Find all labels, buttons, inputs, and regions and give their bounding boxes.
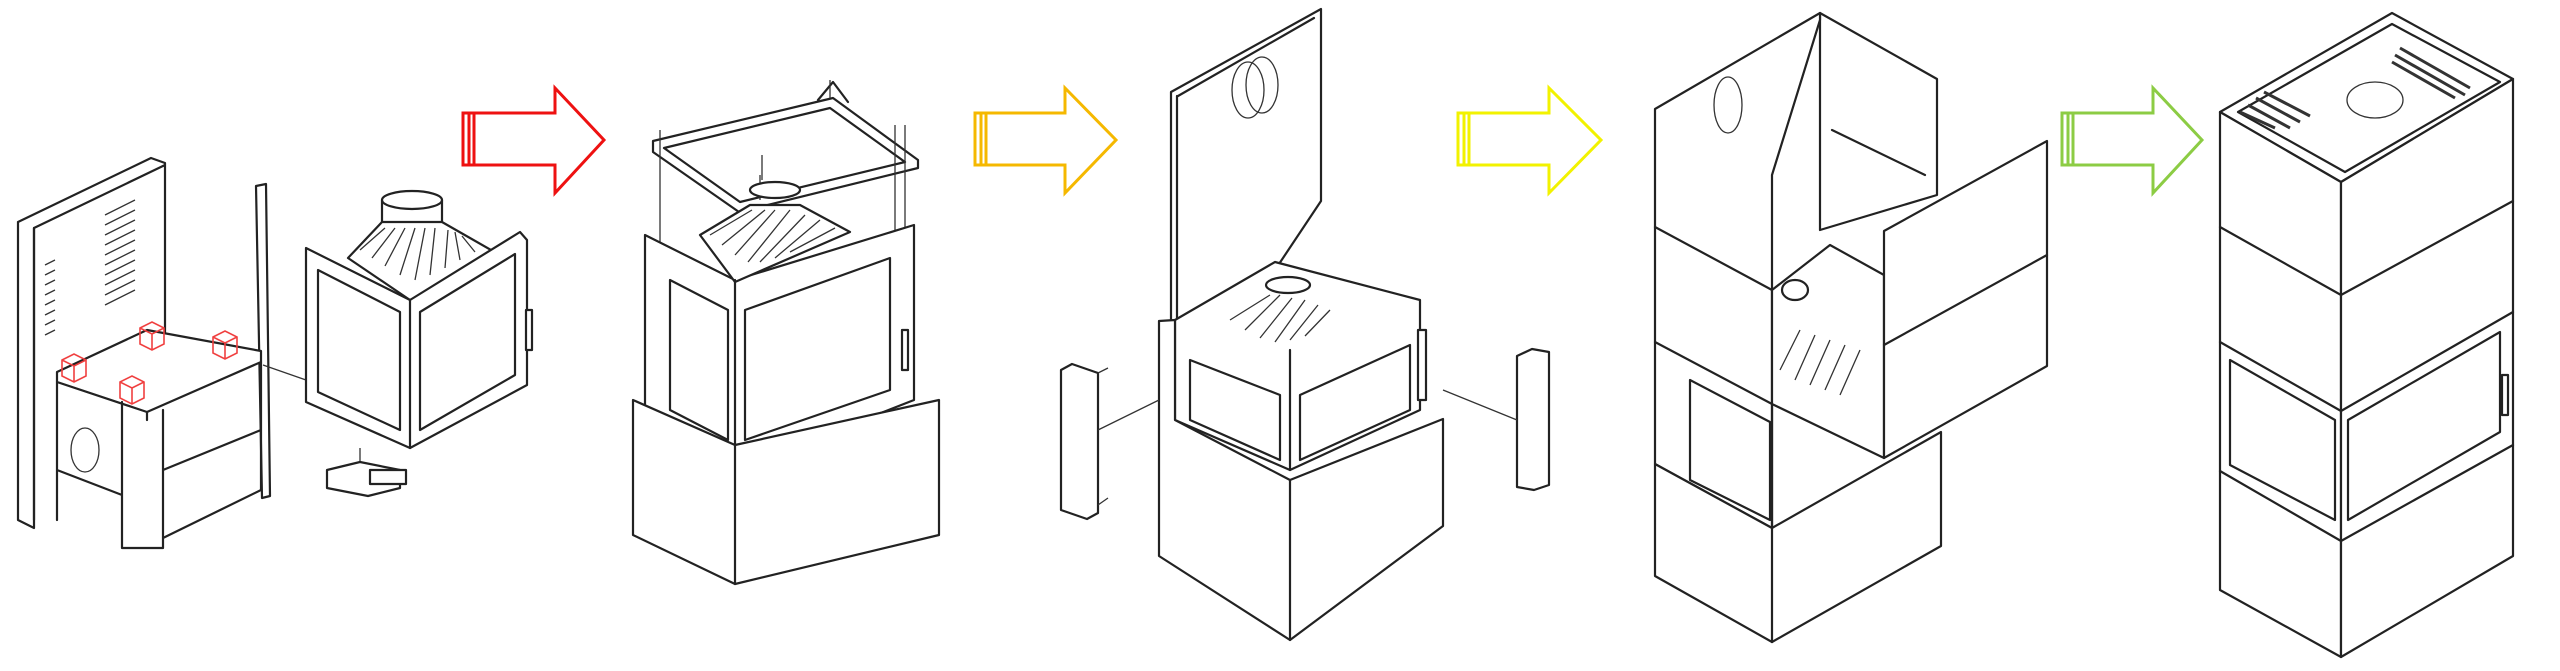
red-highlight-blocks	[61, 321, 238, 405]
arrow-step-3-to-4	[1456, 84, 1604, 197]
step-4-cladding-panels	[1653, 11, 2049, 644]
arrow-step-1-to-2	[461, 84, 607, 197]
arrow-step-2-to-3	[973, 84, 1119, 197]
arrow-orange	[973, 84, 1119, 197]
step-1-frame-and-insert	[16, 156, 534, 550]
top-grill	[2236, 22, 2502, 174]
arrow-step-4-to-5	[2060, 84, 2205, 197]
step-5-finished-tower	[2218, 11, 2515, 659]
arrow-red	[461, 84, 607, 197]
arrow-green	[2060, 84, 2205, 197]
arrow-yellow	[1456, 84, 1604, 197]
step-3-back-panel	[1059, 7, 1551, 642]
step-2-base-and-ring	[631, 80, 941, 586]
